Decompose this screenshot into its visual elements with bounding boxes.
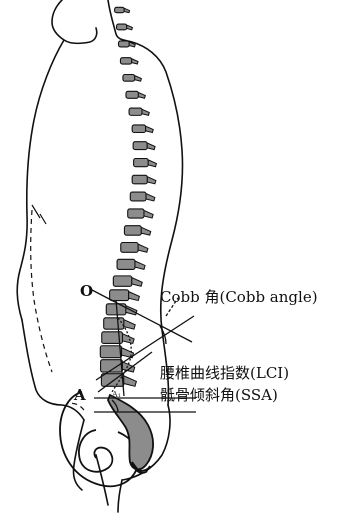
vertebra-spinous-process xyxy=(132,59,138,64)
label-point-a-small: A₁ xyxy=(111,390,121,399)
vertebra-body xyxy=(113,276,132,286)
vertebra-body xyxy=(128,209,144,218)
spine-column xyxy=(100,7,156,386)
label-ssa: 骶骨倾斜角(SSA) xyxy=(160,386,278,404)
label-lci: 腰椎曲线指数(LCI) xyxy=(160,364,289,382)
vertebra-body xyxy=(129,108,142,115)
vertebra-body xyxy=(118,41,129,47)
body-outline xyxy=(17,0,182,512)
vertebra-body xyxy=(132,175,147,184)
vertebra-spinous-process xyxy=(148,160,156,167)
vertebra-spinous-process xyxy=(147,143,155,150)
vertebra-body xyxy=(130,192,146,201)
vertebra-spinous-process xyxy=(144,210,153,218)
vertebra-spinous-process xyxy=(124,8,129,13)
vertebra-body xyxy=(115,7,125,12)
vertebra-spinous-process xyxy=(146,194,155,201)
head-outline xyxy=(52,0,97,43)
vertebra-body xyxy=(126,91,138,98)
vertebra-spinous-process xyxy=(142,109,149,115)
label-point-o: O xyxy=(80,282,93,300)
vertebra-body xyxy=(120,58,131,64)
vertebra-spinous-process xyxy=(135,76,142,82)
vertebra-body xyxy=(133,142,147,150)
label-point-a: A xyxy=(73,386,86,404)
vertebra-body xyxy=(104,318,124,329)
vertebra-body xyxy=(117,259,135,269)
sacrum xyxy=(108,395,153,469)
vertebra-body xyxy=(124,226,141,235)
vertebra-spinous-process xyxy=(124,376,137,387)
abdomen-front-outline xyxy=(22,320,84,420)
vertebra-spinous-process xyxy=(129,292,140,301)
vertebra-body xyxy=(110,290,129,301)
vertebra-spinous-process xyxy=(124,320,135,329)
vertebra-body xyxy=(132,125,145,133)
dashed-contours xyxy=(31,210,84,410)
dashed-abdomen-line xyxy=(31,210,52,372)
vertebra-body xyxy=(121,243,138,253)
vertebra-spinous-process xyxy=(138,92,145,98)
vertebra-spinous-process xyxy=(146,126,154,132)
vertebra-spinous-process xyxy=(138,244,148,252)
pelvis-inner xyxy=(79,430,112,472)
vertebra-spinous-process xyxy=(141,227,150,235)
vertebra-spinous-process xyxy=(135,261,145,269)
vertebra-body xyxy=(117,24,127,30)
thigh-outline xyxy=(96,455,122,512)
vertebra-body xyxy=(123,75,135,82)
vertebra-spinous-process xyxy=(147,177,156,184)
vertebra-spinous-process xyxy=(127,25,133,30)
vertebra-body xyxy=(100,346,121,358)
vertebra-body xyxy=(134,159,149,167)
arm-line xyxy=(32,205,46,224)
chest-front-outline xyxy=(17,40,64,320)
label-cobb-angle: Cobb 角(Cobb angle) xyxy=(160,288,318,306)
vertebra-spinous-process xyxy=(132,278,142,287)
